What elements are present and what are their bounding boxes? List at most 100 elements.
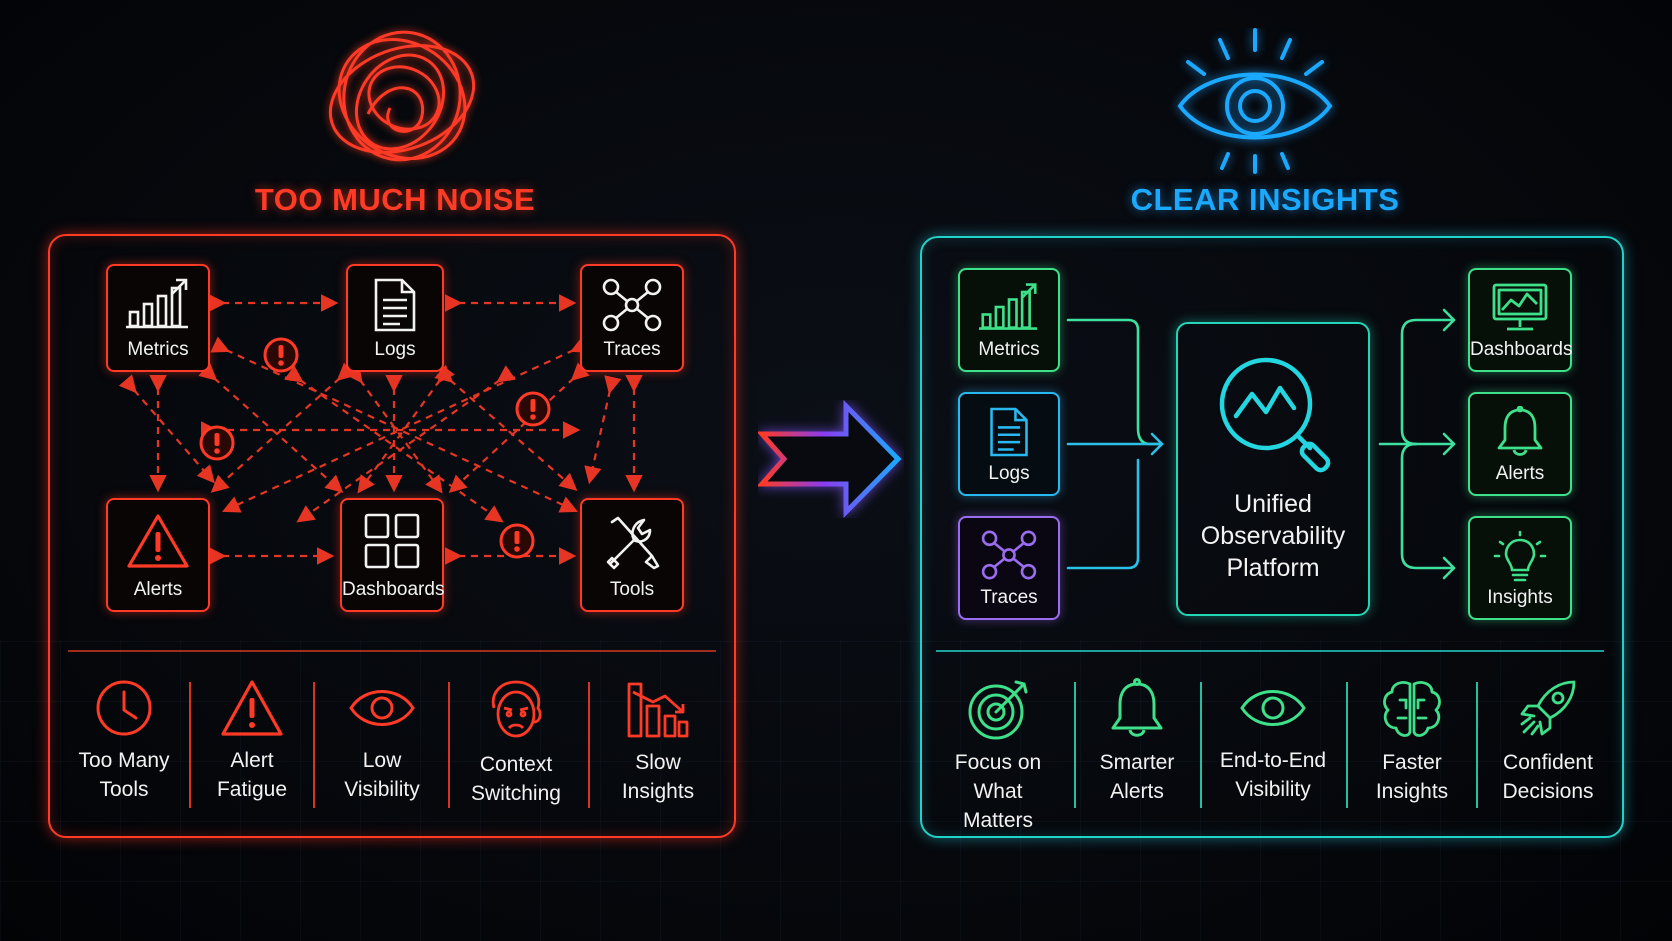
dashboard-grid-icon <box>364 513 420 569</box>
platform-line1: Unified <box>1234 490 1312 518</box>
noise-node-dashboards: Dashboards <box>340 498 444 612</box>
feature-line2: Matters <box>962 809 1033 832</box>
frustrated-face-icon <box>491 680 542 738</box>
platform-line2: Observability <box>1200 522 1346 550</box>
eye-icon <box>1240 690 1306 726</box>
noise-node-metrics-label: Metrics <box>127 339 189 360</box>
feature-line2: Tools <box>99 778 149 801</box>
tangled-scribble-icon <box>328 30 476 162</box>
feature-line1: Slow <box>635 751 681 774</box>
platform-line3: Platform <box>1226 554 1320 582</box>
network-icon <box>602 278 662 332</box>
clear-output-insights: Insights <box>1468 516 1572 620</box>
feature-line1: End-to-End <box>1219 749 1327 772</box>
clear-input-metrics-label: Metrics <box>978 339 1040 360</box>
target-icon <box>968 680 1028 740</box>
feature-line1: Low <box>362 749 402 772</box>
feature-line2: Visibility <box>1235 778 1311 801</box>
noise-node-traces-label: Traces <box>603 339 661 360</box>
noise-node-tools-label: Tools <box>609 579 655 600</box>
bell-icon <box>1111 678 1163 737</box>
clear-input-traces-label: Traces <box>980 587 1038 608</box>
brain-icon <box>1383 681 1441 737</box>
noise-node-dashboards-label: Dashboards <box>342 579 445 600</box>
noise-divider-1 <box>189 682 191 808</box>
clear-output-insights-label: Insights <box>1487 587 1553 608</box>
magnifier-chart-icon <box>1219 357 1331 473</box>
clear-panel <box>920 236 1624 838</box>
noise-divider-4 <box>588 682 590 808</box>
rocket-icon <box>1520 680 1576 736</box>
alert-badge-4 <box>499 523 535 559</box>
feature-line1: Smarter <box>1099 751 1175 774</box>
clear-output-alerts: Alerts <box>1468 392 1572 496</box>
noise-node-alerts: Alerts <box>106 498 210 612</box>
clear-divider-3 <box>1346 682 1348 808</box>
noise-node-logs: Logs <box>346 264 444 372</box>
bar-chart-icon <box>126 278 188 329</box>
noise-panel <box>48 234 736 838</box>
bell-icon <box>1497 406 1543 456</box>
feature-line2: Switching <box>471 782 561 805</box>
feature-line2: Insights <box>621 780 695 803</box>
transition-arrow-icon <box>758 400 902 518</box>
warning-icon <box>221 680 283 736</box>
noise-separator <box>68 650 716 652</box>
network-icon <box>981 530 1037 580</box>
document-icon <box>374 278 416 332</box>
noise-node-alerts-label: Alerts <box>133 579 183 600</box>
document-icon <box>990 407 1028 457</box>
alert-badge-2 <box>515 391 551 427</box>
wrench-screwdriver-icon <box>606 516 660 570</box>
feature-line2: Insights <box>1375 780 1449 803</box>
clear-divider-2 <box>1200 682 1202 808</box>
noise-node-metrics: Metrics <box>106 264 210 372</box>
clock-icon <box>96 680 152 736</box>
feature-line2: Fatigue <box>216 778 288 801</box>
clear-input-logs: Logs <box>958 392 1060 496</box>
noise-title: TOO MUCH NOISE <box>254 182 536 217</box>
bar-chart-icon <box>979 283 1038 330</box>
eye-vision-icon <box>1177 28 1333 174</box>
noise-divider-3 <box>448 682 450 808</box>
feature-line1: Confident <box>1503 751 1593 774</box>
feature-line2: Alerts <box>1110 780 1164 803</box>
feature-line1: Alert <box>230 749 274 772</box>
clear-input-logs-label: Logs <box>988 463 1030 484</box>
noise-node-traces: Traces <box>580 264 684 372</box>
clear-divider-1 <box>1074 682 1076 808</box>
feature-line1: Too Many <box>78 749 170 772</box>
monitor-chart-icon <box>1492 283 1548 331</box>
unified-platform: Unified Observability Platform <box>1176 322 1370 616</box>
clear-title: CLEAR INSIGHTS <box>1130 182 1400 217</box>
alert-badge-1 <box>263 337 299 373</box>
feature-line2: Visibility <box>344 778 420 801</box>
clear-output-dashboards-label: Dashboards <box>1470 339 1573 360</box>
feature-line2: Decisions <box>1502 780 1594 803</box>
clear-output-dashboards: Dashboards <box>1468 268 1572 372</box>
warning-icon <box>127 514 189 568</box>
clear-separator <box>936 650 1604 652</box>
noise-node-logs-label: Logs <box>374 339 416 360</box>
feature-line1: Focus on What <box>954 751 1042 803</box>
feature-line1: Faster <box>1382 751 1442 774</box>
clear-divider-4 <box>1476 682 1478 808</box>
noise-node-tools: Tools <box>580 498 684 612</box>
alert-badge-3 <box>199 425 235 461</box>
clear-input-traces: Traces <box>958 516 1060 620</box>
eye-icon <box>349 690 415 726</box>
clear-input-metrics: Metrics <box>958 268 1060 372</box>
noise-divider-2 <box>313 682 315 808</box>
